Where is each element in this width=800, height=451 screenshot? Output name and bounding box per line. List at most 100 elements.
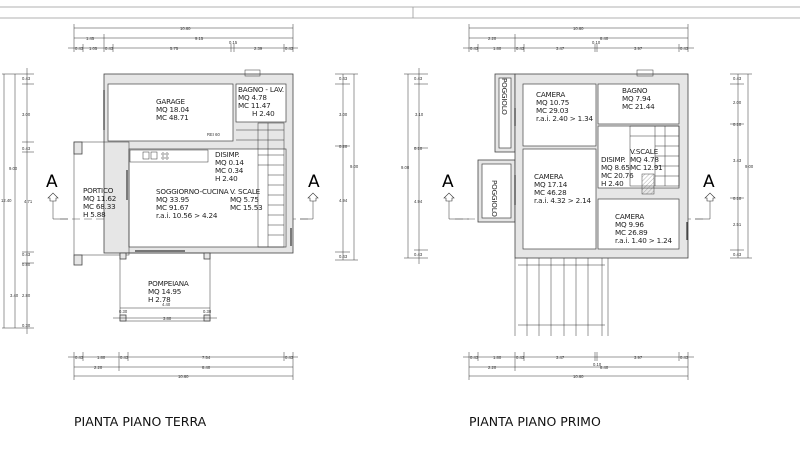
svg-text:0.43: 0.43 <box>75 355 84 360</box>
svg-text:0.43: 0.43 <box>339 254 348 259</box>
svg-text:1.80: 1.80 <box>493 355 502 360</box>
svg-text:MQ 0.14: MQ 0.14 <box>215 158 244 167</box>
svg-text:0.30: 0.30 <box>22 323 31 328</box>
svg-text:0.43: 0.43 <box>680 46 689 51</box>
first-floor-title: PIANTA PIANO PRIMO <box>469 414 601 429</box>
kitchen-counter <box>129 149 209 163</box>
svg-text:1.05: 1.05 <box>89 46 98 51</box>
room-camera-3 <box>597 198 680 250</box>
svg-text:DISIMP.: DISIMP. <box>601 155 626 164</box>
svg-text:1.45: 1.45 <box>86 36 95 41</box>
svg-text:3.47: 3.47 <box>556 46 565 51</box>
svg-text:9.00: 9.00 <box>401 165 410 170</box>
svg-text:MC 29.03: MC 29.03 <box>536 106 568 115</box>
first-floor-plan: 10.60 2.20 8.40 0.43 1.80 0.43 3.47 0.10… <box>401 24 754 380</box>
svg-text:0.43: 0.43 <box>285 355 294 360</box>
svg-text:H 2.40: H 2.40 <box>215 174 238 183</box>
ground-right-dimensions <box>335 73 358 261</box>
svg-text:MC 21.44: MC 21.44 <box>622 102 655 111</box>
svg-text:10.60: 10.60 <box>573 26 584 31</box>
svg-text:MC 20.76: MC 20.76 <box>601 171 634 180</box>
svg-text:MC 68.33: MC 68.33 <box>83 202 115 211</box>
svg-text:POGGIOLO: POGGIOLO <box>490 180 499 217</box>
svg-text:DISIMP.: DISIMP. <box>215 150 240 159</box>
svg-text:0.30: 0.30 <box>119 309 128 314</box>
svg-text:0.10: 0.10 <box>414 146 423 151</box>
svg-text:r.a.i. 10.56 > 4.24: r.a.i. 10.56 > 4.24 <box>156 211 218 220</box>
svg-text:3.00: 3.00 <box>22 112 31 117</box>
room-bagno <box>597 83 680 125</box>
svg-text:7.54: 7.54 <box>202 355 211 360</box>
svg-text:MQ 7.94: MQ 7.94 <box>622 94 651 103</box>
svg-text:3.40: 3.40 <box>10 293 19 298</box>
svg-text:r.a.i. 4.32 > 2.14: r.a.i. 4.32 > 2.14 <box>534 196 591 205</box>
svg-text:3.97: 3.97 <box>634 46 643 51</box>
first-top-dimensions <box>463 24 694 52</box>
room-camera-1 <box>522 83 597 147</box>
svg-text:A: A <box>46 172 58 192</box>
svg-text:0.43: 0.43 <box>22 146 31 151</box>
svg-text:H 5.88: H 5.88 <box>83 210 106 219</box>
svg-text:2.20: 2.20 <box>94 365 103 370</box>
svg-text:0.43: 0.43 <box>339 76 348 81</box>
svg-text:H 2.40: H 2.40 <box>252 109 275 118</box>
svg-text:H 2.40: H 2.40 <box>601 179 624 188</box>
svg-text:CAMERA: CAMERA <box>534 172 563 181</box>
svg-text:SOGGIORNO-CUCINA: SOGGIORNO-CUCINA <box>156 187 229 196</box>
svg-text:2.39: 2.39 <box>254 46 263 51</box>
svg-text:A: A <box>442 172 454 192</box>
svg-text:0.43: 0.43 <box>470 46 479 51</box>
svg-text:3.97: 3.97 <box>634 355 643 360</box>
ground-left-dimensions <box>2 68 34 334</box>
ground-room-labels: GARAGE MQ 18.04 MC 48.71 BAGNO - LAV. MQ… <box>83 85 284 304</box>
svg-text:0.43: 0.43 <box>733 252 742 257</box>
svg-text:BAGNO: BAGNO <box>622 86 648 95</box>
svg-text:0.20: 0.20 <box>339 144 348 149</box>
svg-text:0.43: 0.43 <box>105 46 114 51</box>
chimney-shaft <box>641 173 655 195</box>
svg-text:REI 60: REI 60 <box>207 132 220 137</box>
svg-text:4.94: 4.94 <box>414 199 423 204</box>
svg-text:A: A <box>308 172 320 192</box>
svg-text:BAGNO - LAV.: BAGNO - LAV. <box>238 85 284 94</box>
svg-text:4.71: 4.71 <box>24 199 33 204</box>
svg-text:0.43: 0.43 <box>120 355 129 360</box>
svg-text:MC 91.67: MC 91.67 <box>156 203 188 212</box>
svg-text:r.a.i. 2.40 > 1.34: r.a.i. 2.40 > 1.34 <box>536 114 593 123</box>
first-right-dimensions <box>730 73 752 259</box>
svg-text:0.43: 0.43 <box>414 76 423 81</box>
svg-text:8.40: 8.40 <box>600 36 609 41</box>
svg-text:9.00: 9.00 <box>350 164 359 169</box>
svg-text:4.94: 4.94 <box>339 198 348 203</box>
svg-text:0.43: 0.43 <box>516 46 525 51</box>
svg-text:0.43: 0.43 <box>470 355 479 360</box>
svg-text:9.00: 9.00 <box>745 164 754 169</box>
svg-text:9.00: 9.00 <box>9 166 18 171</box>
svg-text:GARAGE: GARAGE <box>156 97 186 106</box>
header-frame <box>0 6 800 19</box>
room-bagno-lav <box>235 83 287 123</box>
first-staircase <box>629 125 680 187</box>
staircase <box>236 122 285 248</box>
svg-text:MQ 5.75: MQ 5.75 <box>230 195 259 204</box>
svg-text:MQ 4.78: MQ 4.78 <box>238 93 267 102</box>
svg-text:0.43: 0.43 <box>22 76 31 81</box>
svg-text:0.43: 0.43 <box>680 355 689 360</box>
svg-text:POGGIOLO: POGGIOLO <box>500 78 509 115</box>
svg-text:3.00: 3.00 <box>339 112 348 117</box>
svg-text:MC 15.53: MC 15.53 <box>230 203 262 212</box>
ground-floor-plan: 10.60 1.45 9.15 0.43 1.05 0.43 5.75 0.15… <box>1 24 359 380</box>
svg-text:PORTICO: PORTICO <box>83 186 114 195</box>
svg-text:CAMERA: CAMERA <box>536 90 565 99</box>
svg-text:V.SCALE: V.SCALE <box>630 147 659 156</box>
svg-text:4.40: 4.40 <box>162 302 171 307</box>
first-room-labels: CAMERA MQ 10.75 MC 29.03 r.a.i. 2.40 > 1… <box>490 78 673 245</box>
svg-text:10.60: 10.60 <box>178 374 189 379</box>
svg-text:2.80: 2.80 <box>22 293 31 298</box>
svg-text:MQ 9.96: MQ 9.96 <box>615 220 644 229</box>
room-garage <box>107 83 234 142</box>
svg-text:12.40: 12.40 <box>1 198 12 203</box>
svg-text:0.30: 0.30 <box>203 309 212 314</box>
svg-text:2.00: 2.00 <box>733 100 742 105</box>
